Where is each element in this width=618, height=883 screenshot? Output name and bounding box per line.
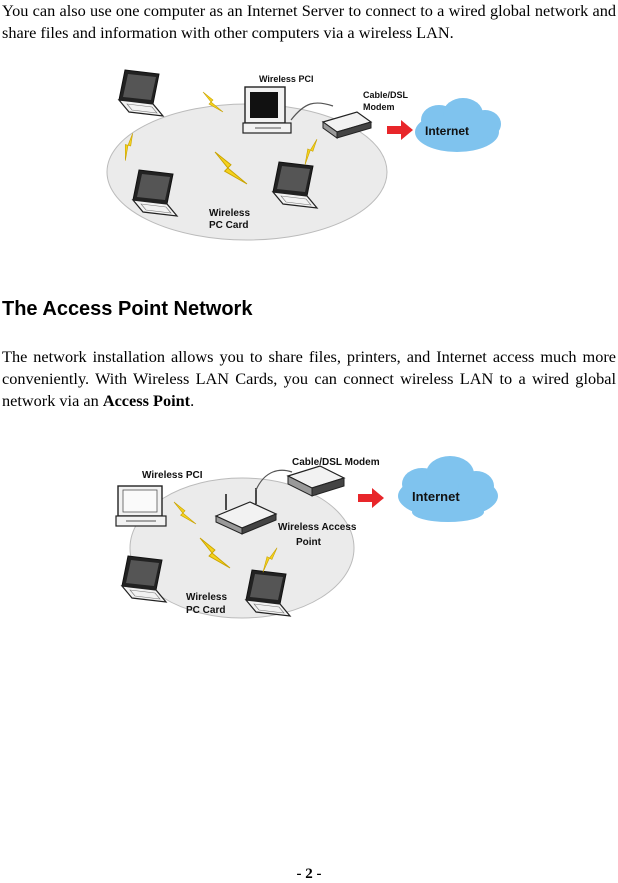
desktop-computer-icon <box>242 86 292 134</box>
paragraph-text: The network installation allows you to s… <box>2 347 616 410</box>
section-heading: The Access Point Network <box>2 298 253 320</box>
internet-label: Internet <box>412 489 460 504</box>
internet-server-network-diagram: Wireless PCI Cable/DSL Modem Internet Wi… <box>106 69 501 241</box>
intro-paragraph: You can also use one computer as an Inte… <box>2 1 616 42</box>
wireless-pci-label: Wireless PCI <box>259 74 313 84</box>
access-point-paragraph: The network installation allows you to s… <box>2 346 616 412</box>
internet-label: Internet <box>425 124 469 138</box>
card-label-line2: PC Card <box>186 605 225 616</box>
laptop-icon <box>118 69 164 117</box>
modem-icon <box>286 465 346 497</box>
desktop-computer-icon <box>115 485 167 527</box>
modem-label-line2: Modem <box>363 102 395 112</box>
card-label-line1: Wireless <box>209 208 250 219</box>
modem-icon <box>321 111 373 139</box>
card-label-line1: Wireless <box>186 592 227 603</box>
access-point-label-line1: Wireless Access <box>278 522 357 533</box>
card-label-line2: PC Card <box>209 220 248 231</box>
access-point-term: Access Point <box>102 391 191 410</box>
wireless-pci-label: Wireless PCI <box>142 470 203 481</box>
access-point-icon <box>214 488 278 535</box>
internet-cloud-icon <box>398 456 498 522</box>
page-number: - 2 - <box>296 866 322 882</box>
internet-cloud-icon <box>415 98 501 152</box>
modem-label-line1: Cable/DSL <box>363 90 409 100</box>
access-point-label-line2: Point <box>296 537 322 548</box>
paragraph-end: . <box>190 391 195 410</box>
modem-label: Cable/DSL Modem <box>292 457 380 468</box>
arrow-icon <box>387 120 413 140</box>
access-point-network-diagram: Wireless PCI Cable/DSL Modem Internet Wi… <box>115 456 498 619</box>
arrow-icon <box>358 488 384 508</box>
